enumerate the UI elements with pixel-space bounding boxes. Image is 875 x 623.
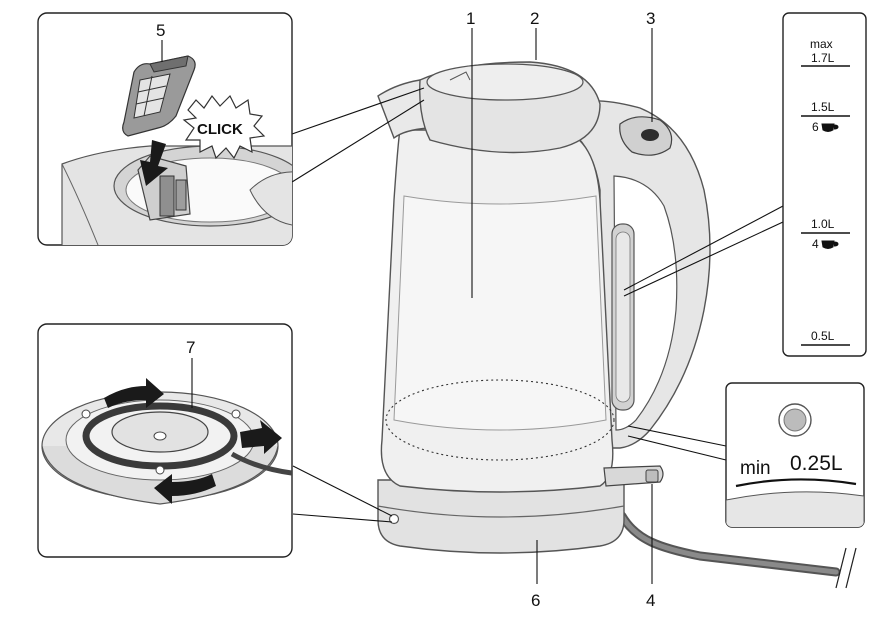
min-water-level — [385, 379, 615, 461]
min-level-inset: min 0.25L — [725, 382, 865, 528]
cup-icon — [821, 240, 839, 249]
min-volume: 0.25L — [790, 452, 843, 475]
min-word: min — [740, 458, 771, 479]
scale-max-word: max — [810, 37, 833, 51]
limescale-filter[interactable] — [122, 55, 196, 137]
base-inset: 7 — [37, 323, 293, 558]
scale-15-cups: 6 — [812, 120, 819, 134]
callout-3: 3 — [646, 9, 655, 28]
callout-4: 4 — [646, 591, 655, 610]
click-burst: CLICK — [182, 94, 266, 160]
scale-05-volume: 0.5L — [811, 329, 835, 343]
spout — [377, 79, 429, 140]
callout-2: 2 — [530, 9, 539, 28]
arrow-icon — [154, 474, 216, 504]
callout-5: 5 — [156, 21, 165, 40]
click-label: CLICK — [197, 121, 243, 138]
water-level-scale: max 1.7L 1.5L 6 1.0L 4 0.5L — [782, 12, 867, 357]
power-button-icon — [641, 129, 659, 141]
callout-6: 6 — [531, 591, 540, 610]
arrow-icon — [104, 378, 164, 408]
scale-max-volume: 1.7L — [811, 51, 835, 65]
callout-1: 1 — [466, 9, 475, 28]
callout-7: 7 — [186, 338, 195, 357]
lid-release-button[interactable] — [619, 116, 673, 156]
on-off-switch[interactable] — [603, 465, 664, 487]
arrow-icon — [240, 420, 282, 454]
scale-10-volume: 1.0L — [811, 217, 835, 231]
scale-15-volume: 1.5L — [811, 100, 835, 114]
scale-10-cups: 4 — [812, 237, 819, 251]
filter-inset: CLICK 5 — [37, 12, 293, 246]
callout-lines — [291, 28, 784, 584]
cup-icon — [821, 123, 839, 132]
arrow-icon — [140, 140, 168, 186]
base-socket — [388, 513, 400, 525]
kettle — [377, 61, 857, 589]
